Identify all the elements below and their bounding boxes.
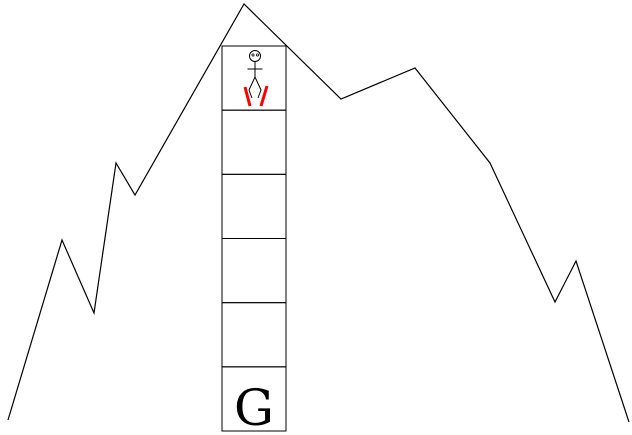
agent-eye-right	[255, 53, 259, 57]
agent-skier-icon	[243, 50, 269, 107]
board-cells	[221, 45, 287, 432]
goal-label: G	[234, 379, 274, 435]
agent-eye-left	[251, 53, 255, 57]
agent-foot-right	[257, 89, 262, 99]
ski-left	[243, 86, 252, 107]
mountain-outline	[7, 3, 630, 423]
goal-cell	[221, 366, 287, 432]
ski-right	[259, 85, 269, 107]
agent-leg-right	[254, 76, 262, 91]
agent-foot-left	[248, 89, 253, 99]
agent-leg-left	[248, 76, 256, 91]
game-board	[221, 45, 287, 432]
